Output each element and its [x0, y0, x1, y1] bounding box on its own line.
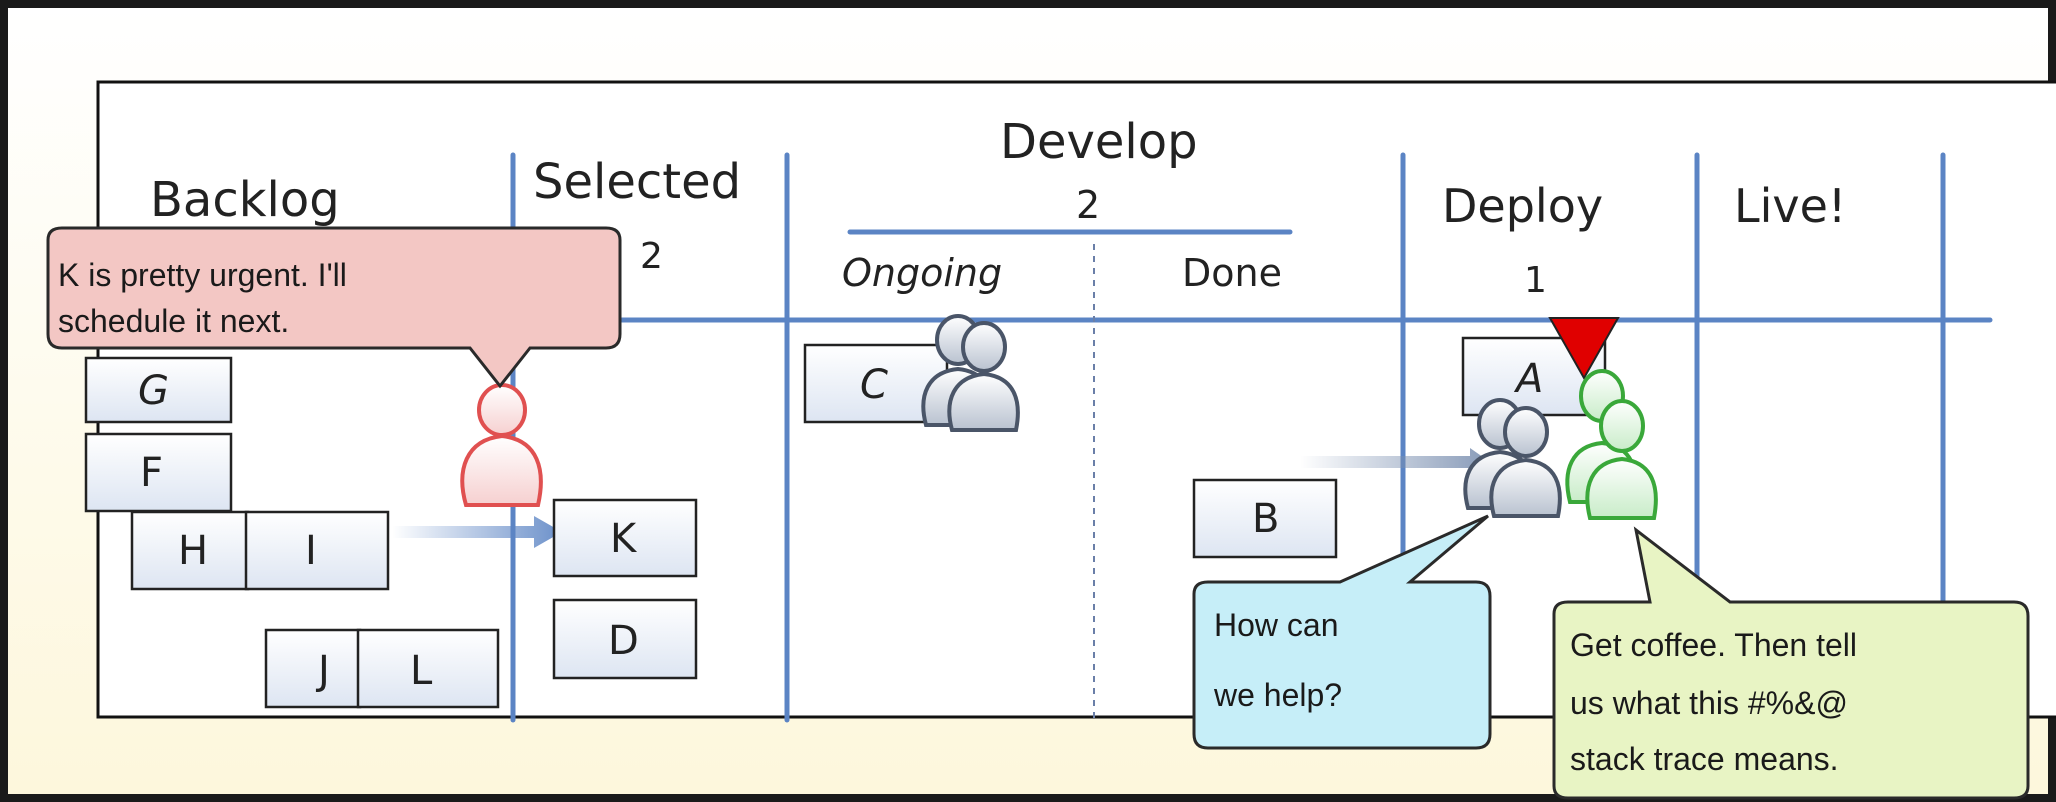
speech-bubble-dev-team: How can we help? — [1192, 514, 1492, 750]
wip-limit-develop: 2 — [1076, 183, 1100, 227]
product-owner-icon — [460, 383, 543, 507]
speech-bubble-ops-team-line-1: Get coffee. Then tell — [1570, 627, 1857, 663]
card-k[interactable]: K — [552, 498, 698, 578]
dev-team-icon — [921, 314, 1020, 432]
card-l[interactable]: L — [356, 628, 500, 709]
card-f[interactable]: F — [84, 432, 233, 513]
speech-bubble-ops-team-line-2: us what this #%&@ — [1570, 685, 1848, 721]
speech-bubble-dev-team-line-1: How can — [1214, 607, 1339, 643]
svg-text:C: C — [860, 362, 888, 408]
speech-bubble-ops-team-line-3: stack trace means. — [1570, 741, 1839, 777]
card-i[interactable]: I — [244, 510, 390, 591]
speech-bubble-dev-team-line-2: we help? — [1213, 677, 1342, 713]
card-j[interactable]: J — [264, 628, 362, 709]
svg-text:K: K — [610, 516, 638, 562]
speech-bubble-product-owner: K is pretty urgent. I'll schedule it nex… — [46, 226, 622, 389]
column-title-develop: Develop — [1000, 114, 1198, 170]
column-title-selected: Selected — [533, 154, 741, 210]
wip-limit-selected: 2 — [640, 236, 663, 277]
subcolumn-title-done: Done — [1182, 251, 1282, 295]
speech-bubble-product-owner-line-1: K is pretty urgent. I'll — [58, 257, 347, 293]
card-b[interactable]: B — [1192, 478, 1338, 559]
subcolumn-title-ongoing: Ongoing — [842, 251, 1002, 295]
blocked-marker-icon — [1548, 317, 1620, 381]
dev-team-deploy-icon — [1463, 398, 1562, 518]
speech-bubble-ops-team: Get coffee. Then tell us what this #%&@ … — [1552, 526, 2030, 800]
svg-text:F: F — [140, 450, 163, 496]
column-title-backlog: Backlog — [150, 172, 340, 228]
svg-text:L: L — [410, 648, 433, 694]
svg-text:D: D — [608, 618, 639, 664]
wip-limit-deploy: 1 — [1524, 260, 1547, 301]
svg-text:I: I — [305, 528, 317, 574]
ops-team-icon — [1565, 369, 1658, 520]
card-h[interactable]: H — [130, 510, 250, 591]
svg-text:A: A — [1513, 356, 1543, 402]
svg-text:J: J — [315, 648, 330, 694]
card-d[interactable]: D — [552, 598, 698, 680]
card-c[interactable]: C — [803, 343, 949, 424]
column-title-deploy: Deploy — [1442, 179, 1603, 233]
card-g[interactable]: G — [84, 356, 233, 424]
svg-text:H: H — [178, 528, 208, 574]
pull-arrow-to-ops — [1300, 448, 1490, 476]
pull-arrow-i-to-k — [392, 516, 562, 548]
svg-text:G: G — [138, 368, 169, 414]
speech-bubble-product-owner-line-2: schedule it next. — [58, 303, 289, 339]
svg-text:B: B — [1252, 496, 1279, 542]
column-title-live: Live! — [1734, 179, 1846, 233]
